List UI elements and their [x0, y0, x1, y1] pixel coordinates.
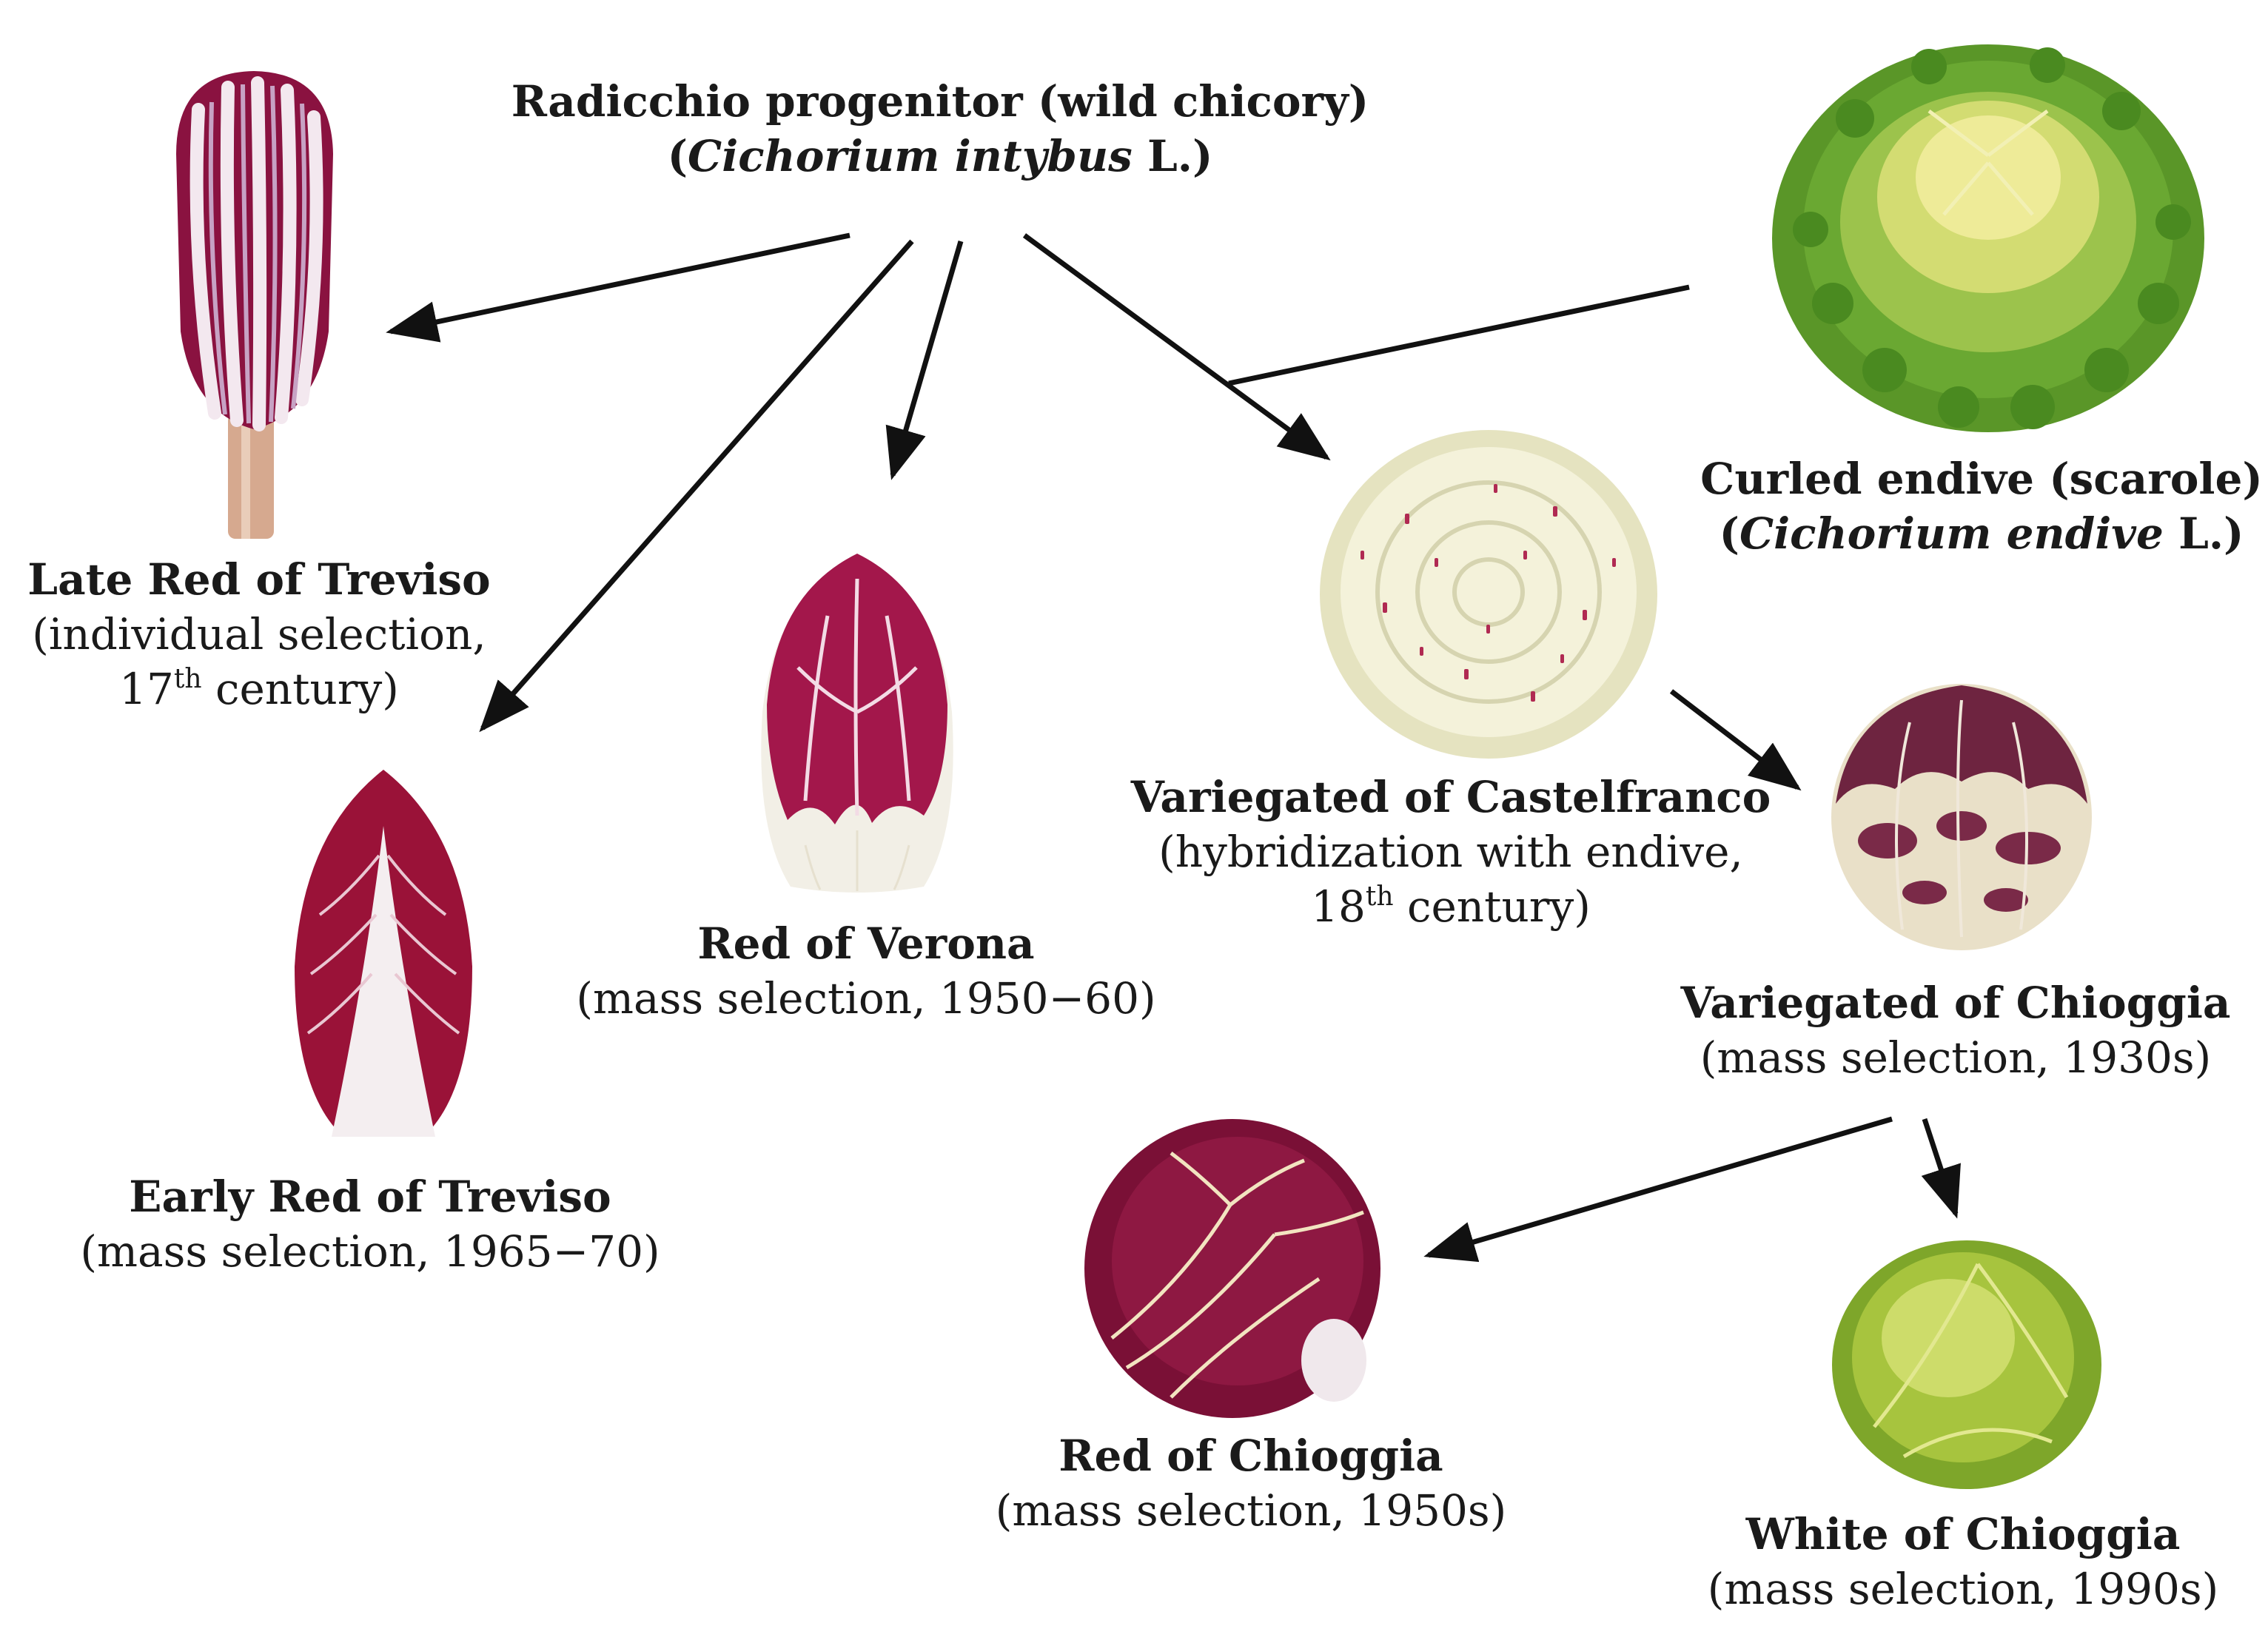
verona-label: Red of Verona (mass selection, 1950−60) [576, 918, 1156, 1024]
late-treviso-label: Late Red of Treviso (individual selectio… [27, 554, 491, 715]
early-treviso-label: Early Red of Treviso (mass selection, 19… [80, 1172, 660, 1277]
arrow-to-verona [885, 241, 964, 480]
late-treviso-plant [154, 65, 354, 539]
castelfranco-label: Variegated of Castelfranco (hybridizatio… [1130, 772, 1771, 933]
variegated-chioggia-plant [1828, 678, 2095, 953]
early-treviso-plant [290, 767, 477, 1143]
arrow-to-red-chioggia [1423, 1116, 1893, 1263]
progenitor-label: Radicchio progenitor (wild chicory) (Cic… [511, 76, 1369, 182]
arrow-to-white-chioggia [1921, 1118, 1961, 1219]
endive-plant [1766, 22, 2210, 437]
arrow-to-castelfranco [1022, 233, 1331, 461]
arrow-to-variegated-chioggia [1669, 689, 1802, 791]
variegated-chioggia-label: Variegated of Chioggia (mass selection, … [1680, 978, 2231, 1083]
castelfranco-plant [1316, 425, 1661, 764]
white-chioggia-plant [1830, 1234, 2104, 1491]
arrow-to-late-treviso [386, 232, 850, 343]
verona-plant [754, 549, 961, 897]
endive-label: Curled endive (scarole) (Cichorium endiv… [1700, 454, 2263, 560]
red-chioggia-plant [1082, 1116, 1383, 1421]
line-endive-to-castelfranco [1228, 284, 1690, 386]
white-chioggia-label: White of Chioggia (mass selection, 1990s… [1707, 1509, 2219, 1615]
arrow-to-early-treviso [479, 239, 914, 733]
red-chioggia-label: Red of Chioggia (mass selection, 1950s) [995, 1431, 1507, 1536]
